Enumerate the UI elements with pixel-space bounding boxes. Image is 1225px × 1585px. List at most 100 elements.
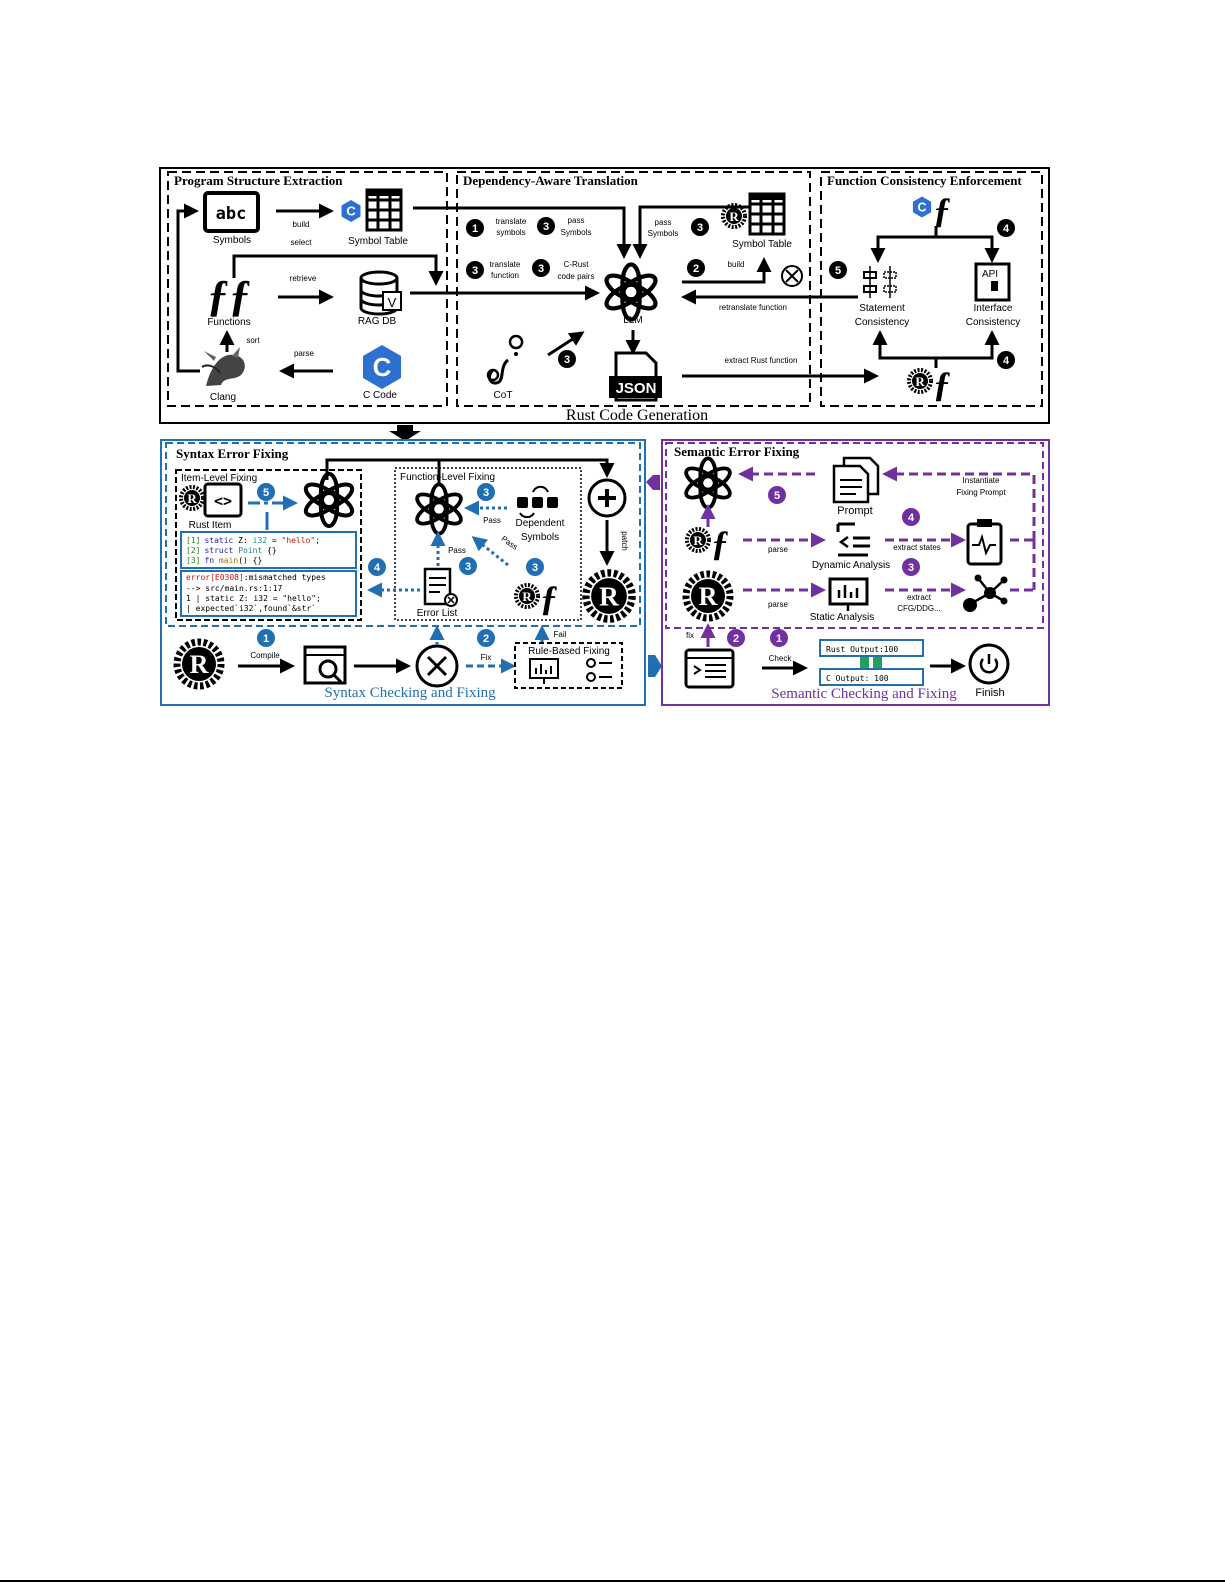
c-output-box <box>819 668 924 686</box>
step4-badge-b: 4 <box>1003 355 1010 367</box>
sem-step5-badge: 5 <box>774 490 780 502</box>
graph-icon <box>963 574 1008 612</box>
inspect-icon <box>303 645 347 685</box>
prompt-doc-icon <box>832 456 880 504</box>
instantiate-arrow <box>882 466 1036 540</box>
static-analysis-label: Static Analysis <box>810 612 874 623</box>
svg-text:V: V <box>388 295 397 310</box>
svg-text:[3]fn main() {}: [3]fn main() {} <box>186 556 262 565</box>
clang-to-symbols-loop <box>176 203 200 373</box>
step3-badge-a: 3 <box>543 221 549 233</box>
semantic-title: Semantic Error Fixing <box>674 444 800 459</box>
func-step3-badge-c: 3 <box>532 562 538 574</box>
dynamic-analysis-label: Dynamic Analysis <box>812 560 890 571</box>
compile-error-icon <box>415 644 459 688</box>
sem-rust-logo <box>686 574 730 618</box>
finish-label: Finish <box>975 687 1004 699</box>
svg-text:<>: <> <box>214 492 232 510</box>
functions-label: Functions <box>207 317 250 328</box>
step3-badge-e: 3 <box>564 354 570 366</box>
symbols-label: Symbols <box>213 235 251 246</box>
json-file-icon: JSON <box>609 351 662 402</box>
llms-to-merge-line <box>325 458 615 480</box>
extract-rust-label: extract Rust function <box>725 356 798 365</box>
item-llm-gpt-icon <box>302 474 355 526</box>
functions-to-ragdb-loop <box>232 254 444 286</box>
symbol-table-label: Symbol Table <box>348 236 408 247</box>
pse-box <box>167 171 448 407</box>
error-lines: error[E0308]:mismatched types --> src/ma… <box>186 573 326 613</box>
item-level-label: Item-Level Fixing <box>181 473 257 484</box>
dat-title: Dependency-Aware Translation <box>463 173 639 188</box>
rule-based-label: Rule-Based Fixing <box>528 646 610 657</box>
func-llm-gpt-icon <box>411 482 467 536</box>
c-code-icon <box>363 345 401 389</box>
functions-glyph-icon: ƒƒ <box>207 271 251 320</box>
svg-text:ƒ: ƒ <box>540 578 558 618</box>
function-level-label: Function-Level Fixing <box>400 472 495 483</box>
rustfn-to-llm-arrow <box>471 536 509 567</box>
step5-badge: 5 <box>835 265 841 277</box>
fix-sem-label: fix <box>686 631 694 640</box>
to-semantic-arrow <box>648 655 662 677</box>
error-list-label: Error List <box>417 608 458 619</box>
cot-arrow <box>547 331 585 357</box>
output-match-right <box>873 657 882 669</box>
rust-output-text: Rust Output:100 <box>826 645 898 654</box>
dependent-symbols-icon <box>517 485 558 519</box>
patched-rust-logo <box>586 573 632 619</box>
symbol-table-to-llm <box>413 206 632 259</box>
fce-title: Function Consistency Enforcement <box>827 173 1022 188</box>
rust-fn-icon: ƒ <box>514 578 558 618</box>
rust-symbol-table-icon <box>748 192 786 236</box>
func-step3-badge-a: 3 <box>483 487 489 499</box>
svg-text:error[E0308]:mismatched types: error[E0308]:mismatched types <box>186 573 326 582</box>
svg-text:--> src/main.rs:1:17: --> src/main.rs:1:17 <box>186 584 283 593</box>
reject-icon <box>781 265 803 287</box>
select-label: select <box>291 238 313 247</box>
svg-text:| expected`i32`,found`&str`: | expected`i32`,found`&str` <box>186 603 316 613</box>
output-match-left <box>860 657 869 669</box>
sem-llm-gpt-icon <box>680 456 736 510</box>
rust-code-generation-panel <box>159 167 1050 424</box>
step3-badge-b: 3 <box>472 265 478 277</box>
pse-title: Program Structure Extraction <box>174 173 343 188</box>
c-function-icon: ƒ <box>912 190 951 230</box>
fce-split-arrows <box>876 235 994 257</box>
fce-merge-arrows <box>878 352 994 360</box>
parse-label: parse <box>294 349 315 358</box>
step3-badge-d: 3 <box>697 222 703 234</box>
build-arrow-dat <box>682 257 772 284</box>
svg-text:ƒ: ƒ <box>933 190 951 230</box>
power-icon <box>968 643 1010 685</box>
rust-item-icon: <> <box>179 482 243 518</box>
error-box <box>180 570 357 617</box>
svg-text:1 | static Z: i32 = "hello";: 1 | static Z: i32 = "hello"; <box>186 594 321 603</box>
rust-function-icon: ƒ <box>907 364 951 404</box>
dat-build-label: build <box>728 260 745 269</box>
sem-step1-badge: 1 <box>776 633 782 645</box>
cot-icon <box>486 334 524 385</box>
sem-step3-badge: 3 <box>908 562 914 574</box>
semantic-back-arrow <box>646 475 660 490</box>
rust-item-label: Rust Item <box>189 520 232 531</box>
error-list-icon <box>423 567 458 607</box>
symbol-table-icon <box>365 188 403 232</box>
prompt-label: Prompt <box>837 505 872 517</box>
rule-list-icon <box>586 658 612 682</box>
svg-text:[1]static Z: i32 = "hello";: [1]static Z: i32 = "hello"; <box>186 536 320 545</box>
pass-label-a: Pass <box>483 516 501 525</box>
item-level-box <box>175 469 362 621</box>
syntax-checking-panel <box>160 439 646 706</box>
static-analysis-icon <box>828 577 869 611</box>
dat-symbol-table-label: Symbol Table <box>732 239 792 250</box>
syntax-error-fixing-box <box>165 442 641 627</box>
clipboard-monitor-icon <box>966 519 1003 566</box>
fail-label: Fail <box>554 630 567 639</box>
step2-badge: 2 <box>693 263 699 275</box>
syntax-section-label: Syntax Checking and Fixing <box>324 685 496 701</box>
